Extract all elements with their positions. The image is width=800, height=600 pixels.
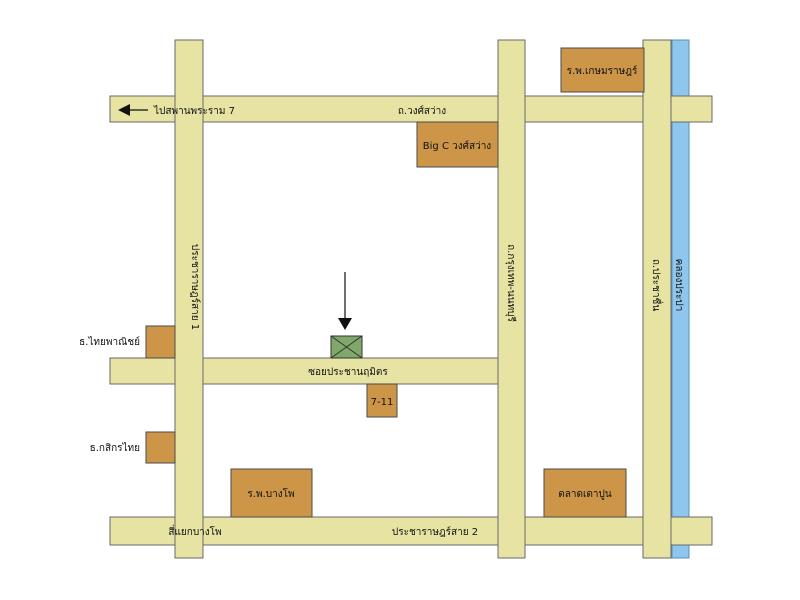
arrow-down-icon <box>338 272 352 330</box>
svg-text:ธ.กสิกรไทย: ธ.กสิกรไทย <box>90 442 140 454</box>
road-left-vertical <box>174 39 204 559</box>
seven-eleven-store: 7-11 <box>366 383 398 418</box>
canal-label: คลองประปา <box>673 259 684 312</box>
road-top <box>109 95 713 123</box>
svg-text:ร.พ.บางโพ: ร.พ.บางโพ <box>247 487 294 500</box>
arrow-left-icon <box>118 104 148 116</box>
canal <box>671 39 690 559</box>
road-center-vertical <box>497 39 526 559</box>
big-c-store: Big C วงศ์สว่าง <box>416 121 499 168</box>
road-right-vertical <box>642 39 672 559</box>
road-network <box>109 39 713 559</box>
svg-text:7-11: 7-11 <box>371 397 394 408</box>
hospital-kasem: ร.พ.เกษมราษฎร์ <box>560 47 645 93</box>
road-bottom <box>109 516 713 546</box>
top-road-label: ถ.วงศ์สว่าง <box>398 105 446 117</box>
middle-road-label: ซอยประชานฤมิตร <box>308 367 388 378</box>
svg-text:ตลาดเตาปูน: ตลาดเตาปูน <box>558 489 612 500</box>
junction-label: สี่แยกบางโพ <box>168 524 221 538</box>
direction-label: ไปสพานพระราม 7 <box>153 105 235 117</box>
center-vertical-road-label: ถ.กรุงเทพ-นนทบุรี <box>505 244 517 322</box>
tao-poon-market: ตลาดเตาปูน <box>543 468 627 518</box>
svg-text:ร.พ.เกษมราษฎร์: ร.พ.เกษมราษฎร์ <box>567 65 638 77</box>
hospital-bangpho: ร.พ.บางโพ <box>230 468 313 518</box>
svg-text:ธ.ไทยพาณิชย์: ธ.ไทยพาณิชย์ <box>79 336 140 348</box>
svg-text:Big C วงศ์สว่าง: Big C วงศ์สว่าง <box>423 140 492 152</box>
bank-kasikorn: ธ.กสิกรไทย <box>90 431 176 464</box>
right-vertical-road-label: ถ.ประชาชื่น <box>650 259 664 312</box>
intersection-fills <box>176 97 670 544</box>
target-marker <box>330 335 363 359</box>
bank-thai-panich: ธ.ไทยพาณิชย์ <box>79 325 176 359</box>
left-vertical-road-label: ประชาราษฎร์สาย 1 <box>189 244 201 330</box>
bottom-road-label: ประชาราษฎร์สาย 2 <box>392 526 478 538</box>
